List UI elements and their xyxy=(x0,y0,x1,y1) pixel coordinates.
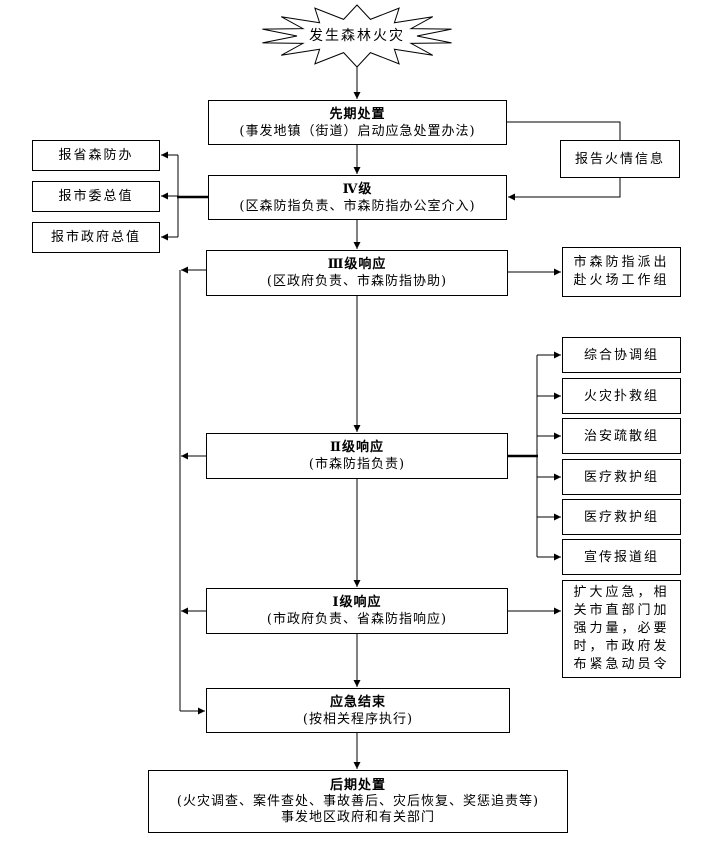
level1-side-task: 扩大应急，相 关市直部门加 强力量，必要 时，市政府发 布紧急动员令 xyxy=(562,580,681,678)
step-level4: Ⅳ级 (区森防指负责、市森防指办公室介入) xyxy=(208,175,507,220)
group-box: 治安疏散组 xyxy=(562,418,681,454)
step-initial-desc: (事发地镇（街道）启动应急处置办法) xyxy=(239,123,476,139)
step-level4-title: Ⅳ级 xyxy=(342,181,373,197)
group-box: 宣传报道组 xyxy=(562,539,681,575)
report-city-government-duty: 报市政府总值 xyxy=(32,222,160,253)
step-level1-desc: (市政府负责、省森防指响应) xyxy=(266,612,448,627)
group-box: 火灾扑救组 xyxy=(562,378,681,414)
step-initial-title: 先期处置 xyxy=(329,106,386,122)
level1-side-line: 时，市政府发 xyxy=(573,639,670,654)
step-end-desc: (按相关程序执行) xyxy=(302,711,414,727)
step-level4-desc: (区森防指负责、市森防指办公室介入) xyxy=(239,198,476,214)
level3-side-line: 赴火场工作组 xyxy=(573,273,670,288)
level1-side-line: 关市直部门加 xyxy=(573,603,670,618)
step-initial: 先期处置 (事发地镇（街道）启动应急处置办法) xyxy=(208,100,507,145)
step-post-owner: 事发地区政府和有关部门 xyxy=(280,809,435,825)
step-post-title: 后期处置 xyxy=(329,777,386,793)
step-level1: Ⅰ级响应 (市政府负责、省森防指响应) xyxy=(206,588,508,634)
report-provincial-office: 报省森防办 xyxy=(32,140,160,171)
step-level2-desc: (市森防指负责) xyxy=(308,457,406,472)
step-level2-title: Ⅱ级响应 xyxy=(330,440,384,455)
connector-initial-to-report-fire xyxy=(507,121,621,140)
step-end: 应急结束 (按相关程序执行) xyxy=(206,688,510,733)
level3-side-line: 市森防指派出 xyxy=(573,255,670,270)
step-level3-desc: (区政府负责、市森防指协助) xyxy=(266,274,448,289)
group-box: 医疗救护组 xyxy=(562,499,681,535)
step-level2: Ⅱ级响应 (市森防指负责) xyxy=(206,433,508,479)
step-level3: Ⅲ级响应 (区政府负责、市森防指协助) xyxy=(206,250,508,296)
report-fire-info: 报告火情信息 xyxy=(560,140,680,178)
level3-side-task: 市森防指派出 赴火场工作组 xyxy=(562,247,681,297)
report-city-committee-duty: 报市委总值 xyxy=(32,181,160,212)
start-label: 发生森林火灾 xyxy=(309,28,405,44)
level1-side-line: 扩大应急，相 xyxy=(573,585,670,600)
step-end-title: 应急结束 xyxy=(329,694,386,710)
level1-side-line: 强力量，必要 xyxy=(573,621,670,636)
group-box: 医疗救护组 xyxy=(562,459,681,495)
level1-side-line: 布紧急动员令 xyxy=(573,657,670,672)
step-post-desc: (火灾调查、案件查处、事故善后、灾后恢复、奖惩追责等) xyxy=(176,793,540,809)
connector-report-fire-to-level4 xyxy=(508,178,621,201)
step-level3-title: Ⅲ级响应 xyxy=(327,257,387,272)
step-level1-title: Ⅰ级响应 xyxy=(332,595,382,610)
group-box: 综合协调组 xyxy=(562,337,681,373)
step-post: 后期处置 (火灾调查、案件查处、事故善后、灾后恢复、奖惩追责等) 事发地区政府和… xyxy=(148,770,568,833)
